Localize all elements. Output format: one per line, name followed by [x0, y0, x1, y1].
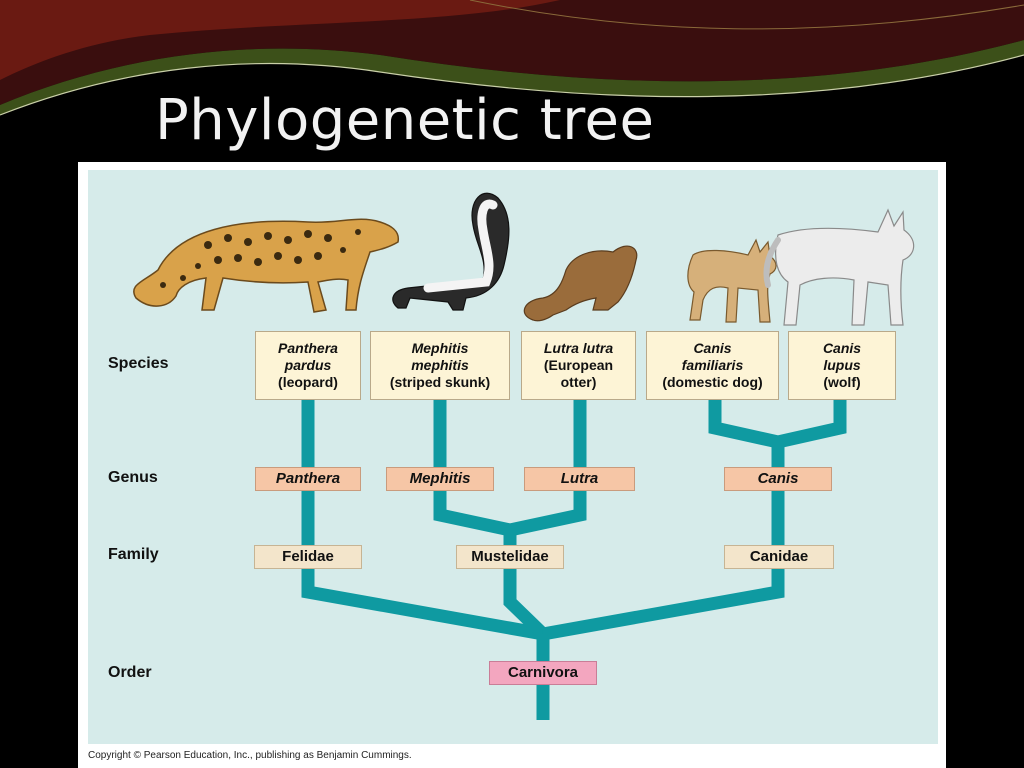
skunk-illustration — [392, 192, 510, 311]
species-box-skunk: Mephitis mephitis (striped skunk) — [370, 331, 510, 400]
species-box-wolf: Canis lupus (wolf) — [788, 331, 896, 400]
species-name-line1: Lutra lutra — [543, 340, 614, 356]
species-name-line1: Canis — [822, 340, 862, 356]
genus-box-canis: Canis — [724, 467, 832, 491]
family-box-mustelidae: Mustelidae — [456, 545, 564, 569]
dog-illustration — [687, 238, 777, 323]
rank-label-order: Order — [108, 664, 152, 681]
genus-box-lutra: Lutra — [524, 467, 635, 491]
species-name-line1: Canis — [693, 340, 732, 356]
copyright-text: Copyright © Pearson Education, Inc., pub… — [88, 750, 412, 761]
decorative-wave — [0, 0, 1024, 116]
order-box-carnivora: Carnivora — [489, 661, 597, 685]
species-name-line2: lupus — [823, 357, 861, 373]
species-box-leopard: Panthera pardus (leopard) — [255, 331, 361, 400]
tree-branches — [301, 400, 847, 720]
species-box-otter: Lutra lutra (European otter) — [521, 331, 636, 400]
species-common-name: (domestic dog) — [662, 374, 763, 390]
species-common-line1: (European — [543, 357, 614, 373]
rank-label-genus: Genus — [108, 469, 158, 486]
family-box-canidae: Canidae — [724, 545, 834, 569]
species-common-name: (leopard) — [278, 374, 338, 390]
species-common-name: (wolf) — [823, 374, 861, 390]
species-name-line1: Mephitis — [411, 340, 469, 356]
rank-label-family: Family — [108, 546, 159, 563]
rank-label-species: Species — [108, 355, 169, 372]
species-name-line2: familiaris — [681, 357, 744, 373]
wolf-illustration — [763, 208, 915, 326]
species-common-line2: otter) — [560, 374, 597, 390]
slide-title: Phylogenetic tree — [155, 88, 655, 153]
figure: Species Genus Family Order Panthera pard… — [78, 162, 946, 768]
species-common-name: (striped skunk) — [389, 374, 491, 390]
species-name-line2: pardus — [284, 357, 332, 373]
otter-illustration — [523, 245, 638, 322]
genus-box-panthera: Panthera — [255, 467, 361, 491]
animal-illustrations — [133, 192, 915, 326]
species-name-line2: mephitis — [411, 357, 469, 373]
species-box-dog: Canis familiaris (domestic dog) — [646, 331, 779, 400]
species-name-line1: Panthera — [278, 340, 338, 356]
diagram-panel: Species Genus Family Order Panthera pard… — [88, 170, 938, 744]
family-box-felidae: Felidae — [254, 545, 362, 569]
genus-box-mephitis: Mephitis — [386, 467, 494, 491]
leopard-illustration — [133, 218, 400, 313]
